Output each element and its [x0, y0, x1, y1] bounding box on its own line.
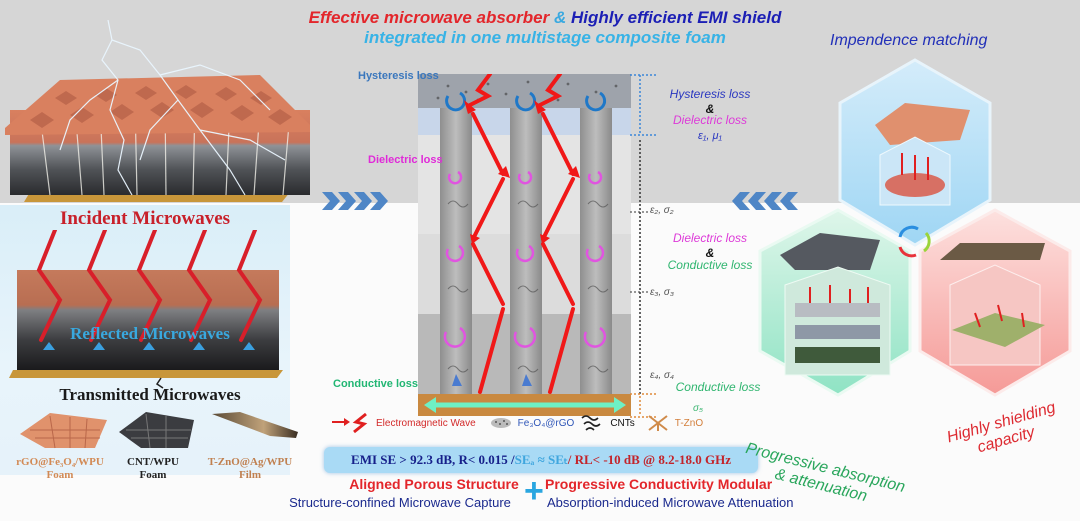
hero-honeycomb-columns — [5, 75, 310, 196]
material-name: CNT/WPU — [127, 456, 179, 468]
material-type: Film — [239, 469, 261, 481]
title-shield: Highly efficient EMI shield — [571, 8, 782, 27]
title-ampersand: & — [554, 8, 567, 27]
aligned-porous-title: Aligned Porous Structure — [349, 476, 519, 492]
material-name: T-ZnO@Ag/WPU — [207, 456, 293, 468]
performance-summary-box: EMI SE > 92.3 dB, R< 0.015 / SEₐ ≈ SEₜ /… — [324, 447, 758, 473]
shield-film — [940, 243, 1045, 260]
conductive-current-arrow — [424, 397, 626, 413]
incident-wave-lines — [36, 230, 263, 342]
shield-film-surface — [952, 313, 1045, 347]
stage1-ampersand: & — [705, 102, 715, 116]
main-title: Effective microwave absorber & Highly ef… — [200, 8, 890, 28]
material-name: rGO@Fe₃O₄/WPU — [16, 456, 104, 468]
legend-fe3o4: Fe₃O₄@rGO — [517, 417, 575, 429]
legend: Electromagnetic Wave Fe₃O₄@rGO CNTs T-Zn… — [330, 412, 703, 434]
chevron-right-arrows-icon — [322, 192, 388, 210]
plus-icon: + — [524, 472, 544, 510]
transmitted-wave — [155, 377, 164, 389]
dielectric-loop-icons — [443, 170, 607, 348]
stage1-params: ε₁, μ₁ — [698, 130, 722, 142]
sigma5-label: σ₅ — [693, 403, 704, 414]
stage1-hysteresis-label: Hysteresis loss — [669, 87, 751, 101]
stage2-params: ε₂, σ₂ — [650, 205, 674, 216]
aligned-porous-subtitle: Structure-confined Microwave Capture — [289, 495, 511, 510]
chevron-left-arrows-icon — [732, 192, 798, 210]
cnt-foam-sheet — [780, 233, 880, 270]
legend-cnts: CNTs — [610, 417, 635, 429]
material-tzno-label: T-ZnO@Ag/WPU Film — [200, 456, 300, 482]
cnt-wpu-foam-thumbnail — [119, 412, 194, 449]
stage4-params: ε₄, σ₄ — [650, 370, 674, 381]
tzno-tetrapod-icon — [648, 415, 668, 431]
fe3o4-particle-icon — [490, 418, 511, 428]
cnt-squiggles — [447, 200, 609, 373]
reflected-blue-arrows — [452, 374, 532, 386]
stage1-dielectric-label: Dielectric loss — [672, 113, 747, 127]
tzno-ag-film-thumbnail — [212, 412, 298, 438]
progressive-conductivity-title: Progressive Conductivity Modular — [545, 476, 773, 492]
rl-value: / RL< -10 dB @ 8.2-18.0 GHz — [567, 452, 731, 467]
stage2-conductive-label: Conductive loss — [667, 258, 753, 272]
stage-1-top-layer — [418, 74, 631, 108]
honeycomb-foam-lightning-illustration — [5, 20, 310, 202]
legend-em-wave: Electromagnetic Wave — [376, 417, 476, 429]
emi-se-value: EMI SE > 92.3 dB, R< 0.015 / — [351, 452, 515, 467]
legend-tzno: T-ZnO — [674, 417, 704, 429]
em-wave-arrow-icon — [332, 412, 368, 434]
subtitle: integrated in one multistage composite f… — [364, 28, 726, 47]
dielectric-loss-pointer-label: Dielectric loss — [368, 154, 443, 166]
stage2-ampersand: & — [705, 246, 715, 260]
cnt-icon — [581, 415, 601, 431]
material-cnt-label: CNT/WPU Foam — [118, 456, 188, 482]
impedance-foam-sheet — [875, 103, 970, 145]
cycle-arrows-icon — [898, 225, 931, 258]
impedance-matching-title: Impendence matching — [830, 32, 988, 49]
stage2-dielectric-label: Dielectric loss — [672, 231, 747, 245]
material-type: Foam — [46, 469, 74, 481]
hysteresis-loss-pointer-label: Hysteresis loss — [358, 70, 439, 82]
lightning-bolts — [59, 20, 286, 196]
em-wave-arrowheads — [464, 100, 580, 244]
material-type: Foam — [139, 469, 167, 481]
hysteresis-loop-icons — [445, 91, 607, 112]
stage-film-conductive-label: Conductive loss — [675, 380, 761, 394]
multistage-foam-cross-section — [418, 74, 631, 416]
shielding-foam-illustration — [9, 230, 283, 389]
material-rgo-label: rGO@Fe₃O₄/WPU Foam — [10, 456, 110, 482]
transmitted-microwaves-label: Transmitted Microwaves — [59, 385, 241, 404]
mechanism-hexagons — [758, 58, 1072, 397]
em-wave-paths — [466, 74, 575, 394]
reflected-microwaves-label: Reflected Microwaves — [70, 324, 230, 343]
conductive-loss-pointer-label: Conductive loss — [333, 378, 418, 390]
reflected-wave-arrows — [43, 342, 255, 350]
incident-microwaves-label: Incident Microwaves — [59, 208, 231, 229]
stage3-params: ε₃, σ₃ — [650, 287, 674, 298]
title-absorber: Effective microwave absorber — [308, 8, 550, 27]
rgo-fe3o4-foam-thumbnail — [20, 413, 107, 449]
progressive-conductivity-subtitle: Absorption-induced Microwave Attenuation — [547, 495, 794, 510]
se-relation: SEₐ ≈ SEₜ — [514, 452, 568, 467]
